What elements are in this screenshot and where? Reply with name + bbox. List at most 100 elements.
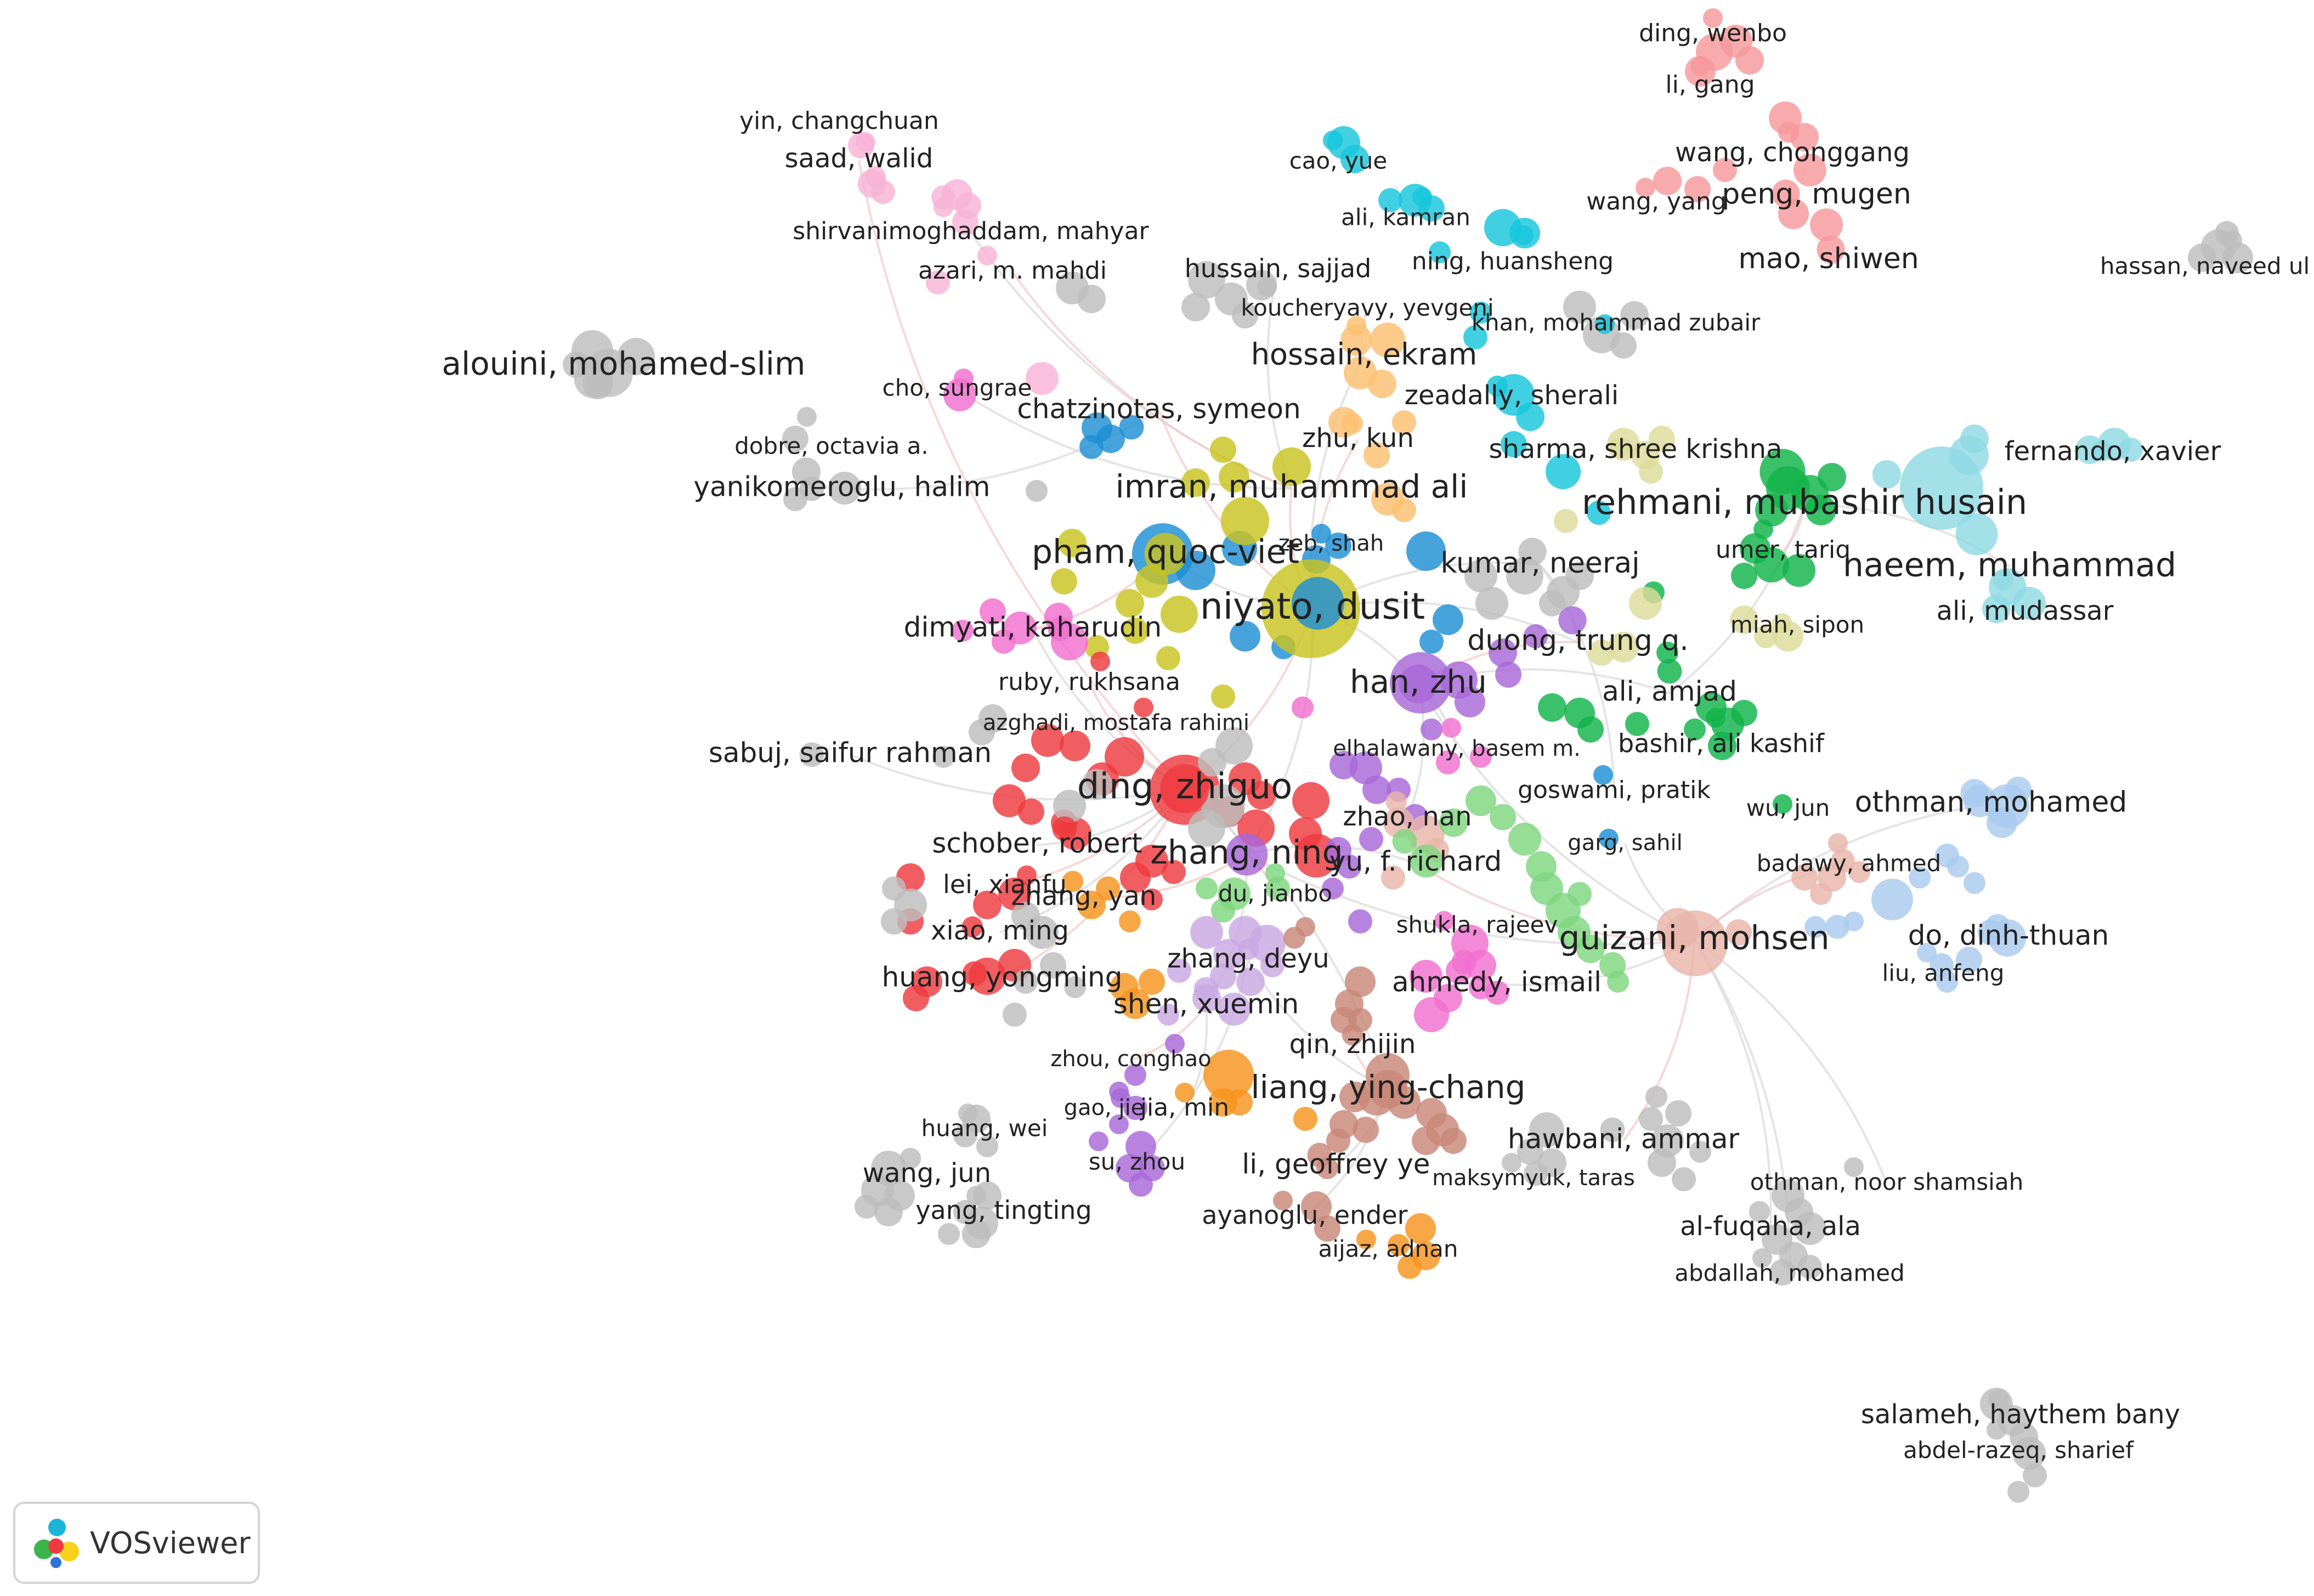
author-node[interactable] xyxy=(1495,661,1521,688)
author-node[interactable] xyxy=(1804,916,1826,938)
author-node[interactable] xyxy=(1003,1003,1027,1027)
author-node[interactable] xyxy=(1165,1034,1185,1054)
author-label[interactable]: cao, yue xyxy=(1289,148,1388,174)
author-node[interactable] xyxy=(1599,829,1619,848)
author-node[interactable] xyxy=(1232,302,1258,329)
author-node[interactable] xyxy=(1656,642,1678,664)
author-node[interactable] xyxy=(1314,1215,1340,1242)
author-node[interactable] xyxy=(1292,782,1329,819)
author-label[interactable]: zhou, conghao xyxy=(1050,1046,1211,1072)
author-node[interactable] xyxy=(1871,879,1913,920)
author-node[interactable] xyxy=(1295,917,1315,937)
author-node[interactable] xyxy=(1292,697,1314,718)
author-label[interactable]: bashir, ali kashif xyxy=(1618,729,1825,759)
author-node[interactable] xyxy=(1378,188,1402,212)
author-node[interactable] xyxy=(1441,718,1461,738)
author-label[interactable]: mao, shiwen xyxy=(1738,242,1919,275)
author-node[interactable] xyxy=(1649,426,1675,452)
author-label[interactable]: khan, mohammad zubair xyxy=(1472,309,1761,336)
author-label[interactable]: do, dinh-thuan xyxy=(1908,920,2109,952)
author-node[interactable] xyxy=(1301,1191,1332,1222)
author-node[interactable] xyxy=(1665,1100,1691,1127)
author-node[interactable] xyxy=(1639,460,1663,484)
author-node[interactable] xyxy=(1754,547,1789,582)
author-label[interactable]: niyato, dusit xyxy=(1200,585,1425,627)
author-node[interactable] xyxy=(1181,293,1210,321)
author-node[interactable] xyxy=(1778,121,1800,143)
author-node[interactable] xyxy=(1356,1230,1376,1249)
author-node[interactable] xyxy=(1017,865,1037,885)
author-label[interactable]: xiao, ming xyxy=(931,915,1069,946)
author-node[interactable] xyxy=(1587,501,1611,525)
author-node[interactable] xyxy=(1610,332,1637,359)
author-node[interactable] xyxy=(1405,1213,1436,1244)
author-label[interactable]: sharma, shree krishna xyxy=(1489,434,1783,465)
author-node[interactable] xyxy=(1381,865,1405,890)
author-node[interactable] xyxy=(2013,587,2046,620)
author-node[interactable] xyxy=(881,908,907,935)
author-node[interactable] xyxy=(1684,718,1706,740)
author-node[interactable] xyxy=(1689,1141,1711,1163)
author-node[interactable] xyxy=(1124,1064,1146,1086)
author-node[interactable] xyxy=(1576,935,1605,963)
author-node[interactable] xyxy=(1502,1153,1521,1173)
author-node[interactable] xyxy=(799,476,824,501)
author-node[interactable] xyxy=(1051,568,1077,595)
author-node[interactable] xyxy=(1656,908,1699,950)
author-label[interactable]: yu, f. richard xyxy=(1329,846,1502,878)
author-node[interactable] xyxy=(1392,829,1417,854)
author-node[interactable] xyxy=(1193,977,1219,1002)
author-label[interactable]: rehmani, mubashir husain xyxy=(1582,482,2027,522)
author-node[interactable] xyxy=(953,1200,977,1224)
author-node[interactable] xyxy=(1794,154,1826,186)
author-node[interactable] xyxy=(1753,519,1773,539)
author-node[interactable] xyxy=(1690,56,1710,76)
author-node[interactable] xyxy=(1175,1083,1195,1102)
author-label[interactable]: aijaz, adnan xyxy=(1319,1236,1458,1263)
author-node[interactable] xyxy=(1434,911,1454,931)
author-node[interactable] xyxy=(993,784,1026,817)
author-node[interactable] xyxy=(1388,1234,1410,1256)
author-node[interactable] xyxy=(1708,732,1736,760)
author-label[interactable]: li, geoffrey ye xyxy=(1242,1148,1430,1180)
author-label[interactable]: huang, wei xyxy=(921,1115,1048,1142)
author-node[interactable] xyxy=(1625,712,1649,736)
vosviewer-badge[interactable]: VOSviewer xyxy=(13,1502,260,1584)
author-node[interactable] xyxy=(1529,1112,1564,1147)
author-node[interactable] xyxy=(1539,590,1565,616)
author-node[interactable] xyxy=(1392,498,1416,522)
author-node[interactable] xyxy=(1160,764,1209,813)
author-node[interactable] xyxy=(1759,449,1806,495)
author-node[interactable] xyxy=(1329,751,1358,779)
author-node[interactable] xyxy=(1475,587,1508,620)
author-node[interactable] xyxy=(1368,1069,1408,1109)
author-label[interactable]: pham, quoc-viet xyxy=(1032,533,1299,571)
author-node[interactable] xyxy=(1322,878,1344,899)
author-label[interactable]: li, gang xyxy=(1665,71,1755,99)
author-node[interactable] xyxy=(1031,724,1064,757)
author-node[interactable] xyxy=(1362,776,1391,804)
author-node[interactable] xyxy=(1810,208,1843,241)
author-node[interactable] xyxy=(1464,559,1497,592)
author-node[interactable] xyxy=(1077,891,1106,919)
author-node[interactable] xyxy=(1311,524,1331,544)
author-node[interactable] xyxy=(1385,791,1407,813)
author-node[interactable] xyxy=(962,961,987,986)
author-node[interactable] xyxy=(1011,754,1040,782)
author-label[interactable]: ayanoglu, ender xyxy=(1202,1201,1407,1230)
author-label[interactable]: dimyati, kaharudin xyxy=(904,612,1162,643)
author-node[interactable] xyxy=(1213,939,1244,970)
author-node[interactable] xyxy=(1629,587,1662,620)
author-label[interactable]: saad, walid xyxy=(785,143,933,174)
author-node[interactable] xyxy=(1058,529,1087,557)
author-node[interactable] xyxy=(1247,781,1276,810)
author-node[interactable] xyxy=(1773,794,1792,814)
author-label[interactable]: badawy, ahmed xyxy=(1757,850,1941,877)
author-node[interactable] xyxy=(1096,876,1120,901)
author-node[interactable] xyxy=(1342,412,1363,434)
author-label[interactable]: ruby, rukhsana xyxy=(998,668,1180,696)
author-label[interactable]: azghadi, mostafa rahimi xyxy=(983,710,1249,735)
author-node[interactable] xyxy=(1211,898,1235,922)
author-node[interactable] xyxy=(1119,910,1141,932)
author-node[interactable] xyxy=(1230,621,1260,652)
